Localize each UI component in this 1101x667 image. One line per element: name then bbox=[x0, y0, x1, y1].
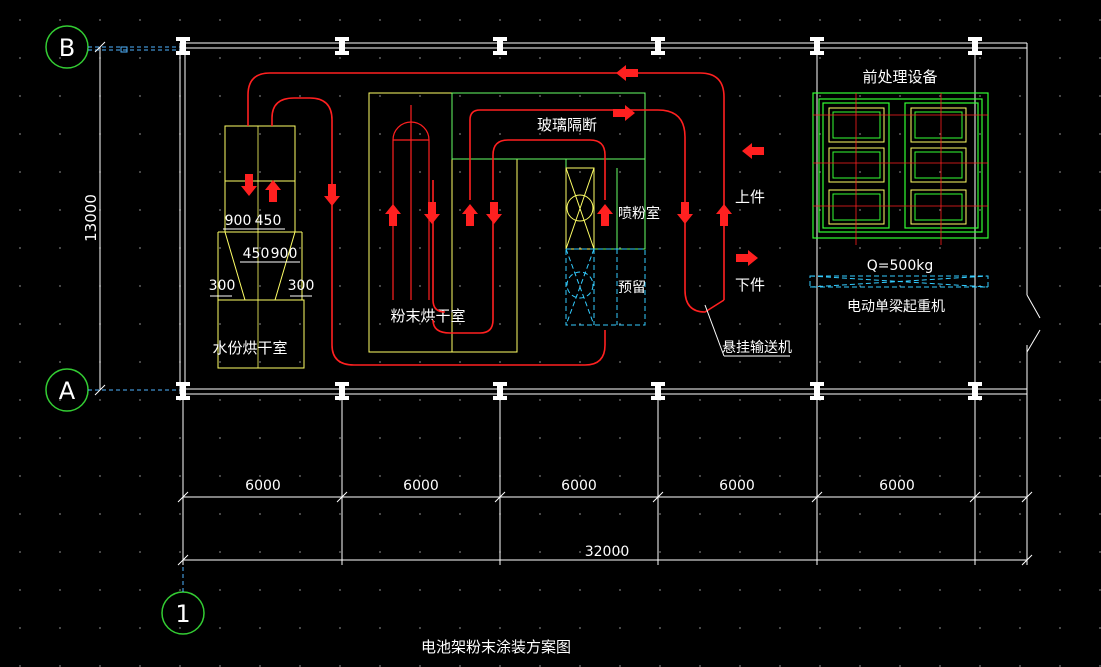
column-marker bbox=[493, 37, 507, 55]
column-marker bbox=[810, 382, 824, 400]
column-marker bbox=[335, 382, 349, 400]
bay-dimension: 6000 bbox=[245, 478, 281, 494]
bay-dimension: 6000 bbox=[403, 478, 439, 494]
pretreatment-tanks bbox=[828, 107, 967, 225]
column-marker bbox=[651, 382, 665, 400]
axis-label-1: 1 bbox=[175, 600, 190, 628]
bay-dimension-line bbox=[177, 491, 1033, 503]
flow-arrow bbox=[241, 174, 257, 196]
dimension-height: 13000 bbox=[82, 194, 100, 242]
column-grid-lines bbox=[182, 48, 1028, 565]
flow-arrow bbox=[742, 143, 764, 159]
flow-arrow bbox=[677, 202, 693, 224]
flow-arrow bbox=[385, 204, 401, 226]
flow-arrow bbox=[613, 105, 635, 121]
flow-arrow bbox=[424, 202, 440, 224]
powder-room-hanger bbox=[392, 105, 430, 300]
flow-arrow bbox=[486, 202, 502, 224]
pretreatment-crosshair bbox=[813, 93, 988, 245]
column-marker bbox=[176, 37, 190, 55]
structural-columns bbox=[176, 37, 982, 400]
column-marker bbox=[968, 37, 982, 55]
flow-arrow bbox=[597, 204, 613, 226]
conveyor-path bbox=[247, 72, 725, 366]
column-marker bbox=[651, 37, 665, 55]
label-glass-partition: 玻璃隔断 bbox=[537, 116, 597, 134]
vertical-dimension bbox=[94, 41, 106, 396]
reserved-zone bbox=[565, 248, 646, 326]
column-marker bbox=[176, 382, 190, 400]
pretreatment-tank bbox=[828, 107, 885, 143]
label-conveyor: 悬挂输送机 bbox=[722, 340, 792, 356]
dim-900-lower: 900 bbox=[271, 246, 298, 262]
column-marker bbox=[493, 382, 507, 400]
bay-dimension: 6000 bbox=[561, 478, 597, 494]
dim-900-upper: 900 bbox=[225, 213, 252, 229]
flow-arrow bbox=[736, 250, 758, 266]
label-water-dry-room: 水份烘干室 bbox=[212, 339, 287, 357]
water-dry-room bbox=[217, 125, 305, 369]
pretreatment-tank bbox=[828, 147, 885, 183]
dim-450-lower: 450 bbox=[243, 246, 270, 262]
pretreatment-tank bbox=[828, 189, 885, 225]
axis-leaders bbox=[88, 46, 184, 592]
pretreatment-tank bbox=[910, 189, 967, 225]
flow-arrow bbox=[265, 180, 281, 202]
label-reserved: 预留 bbox=[618, 280, 646, 296]
flow-arrow bbox=[324, 184, 340, 206]
label-crane: 电动单梁起重机 bbox=[847, 299, 945, 315]
axis-label-a: A bbox=[59, 377, 76, 405]
total-dimension-line bbox=[177, 554, 1033, 566]
water-dry-room-dim-labels: 900 450 450 900 300 300 bbox=[209, 213, 315, 294]
drawing-title: 电池架粉末涂装方案图 bbox=[421, 638, 571, 656]
conveyor-leader bbox=[704, 304, 790, 357]
label-pretreatment: 前处理设备 bbox=[862, 68, 937, 86]
flow-arrow bbox=[462, 204, 478, 226]
axis-label-b: B bbox=[59, 34, 75, 62]
flow-arrows bbox=[241, 65, 764, 266]
crane-rail bbox=[809, 275, 989, 288]
pretreatment-tank bbox=[910, 147, 967, 183]
label-unload: 下件 bbox=[735, 276, 765, 294]
bay-dimension-labels: 6000 6000 6000 6000 6000 bbox=[245, 478, 915, 494]
dim-300-left: 300 bbox=[209, 278, 236, 294]
pretreatment-tank bbox=[910, 107, 967, 143]
column-marker bbox=[810, 37, 824, 55]
bay-dimension: 6000 bbox=[879, 478, 915, 494]
dimension-total: 32000 bbox=[585, 544, 630, 560]
label-crane-capacity: Q=500kg bbox=[867, 258, 933, 274]
spray-booth-fan bbox=[565, 167, 595, 250]
dim-300-right: 300 bbox=[288, 278, 315, 294]
column-marker bbox=[335, 37, 349, 55]
label-load: 上件 bbox=[735, 188, 765, 206]
column-marker bbox=[968, 382, 982, 400]
bay-dimension: 6000 bbox=[719, 478, 755, 494]
flow-arrow bbox=[716, 204, 732, 226]
label-spray-room: 喷粉室 bbox=[618, 205, 660, 222]
building-walls bbox=[179, 42, 1041, 395]
water-dry-room-dims bbox=[210, 228, 312, 297]
label-powder-dry-room: 粉末烘干室 bbox=[390, 307, 465, 325]
dim-450-upper: 450 bbox=[255, 213, 282, 229]
flow-arrow bbox=[616, 65, 638, 81]
